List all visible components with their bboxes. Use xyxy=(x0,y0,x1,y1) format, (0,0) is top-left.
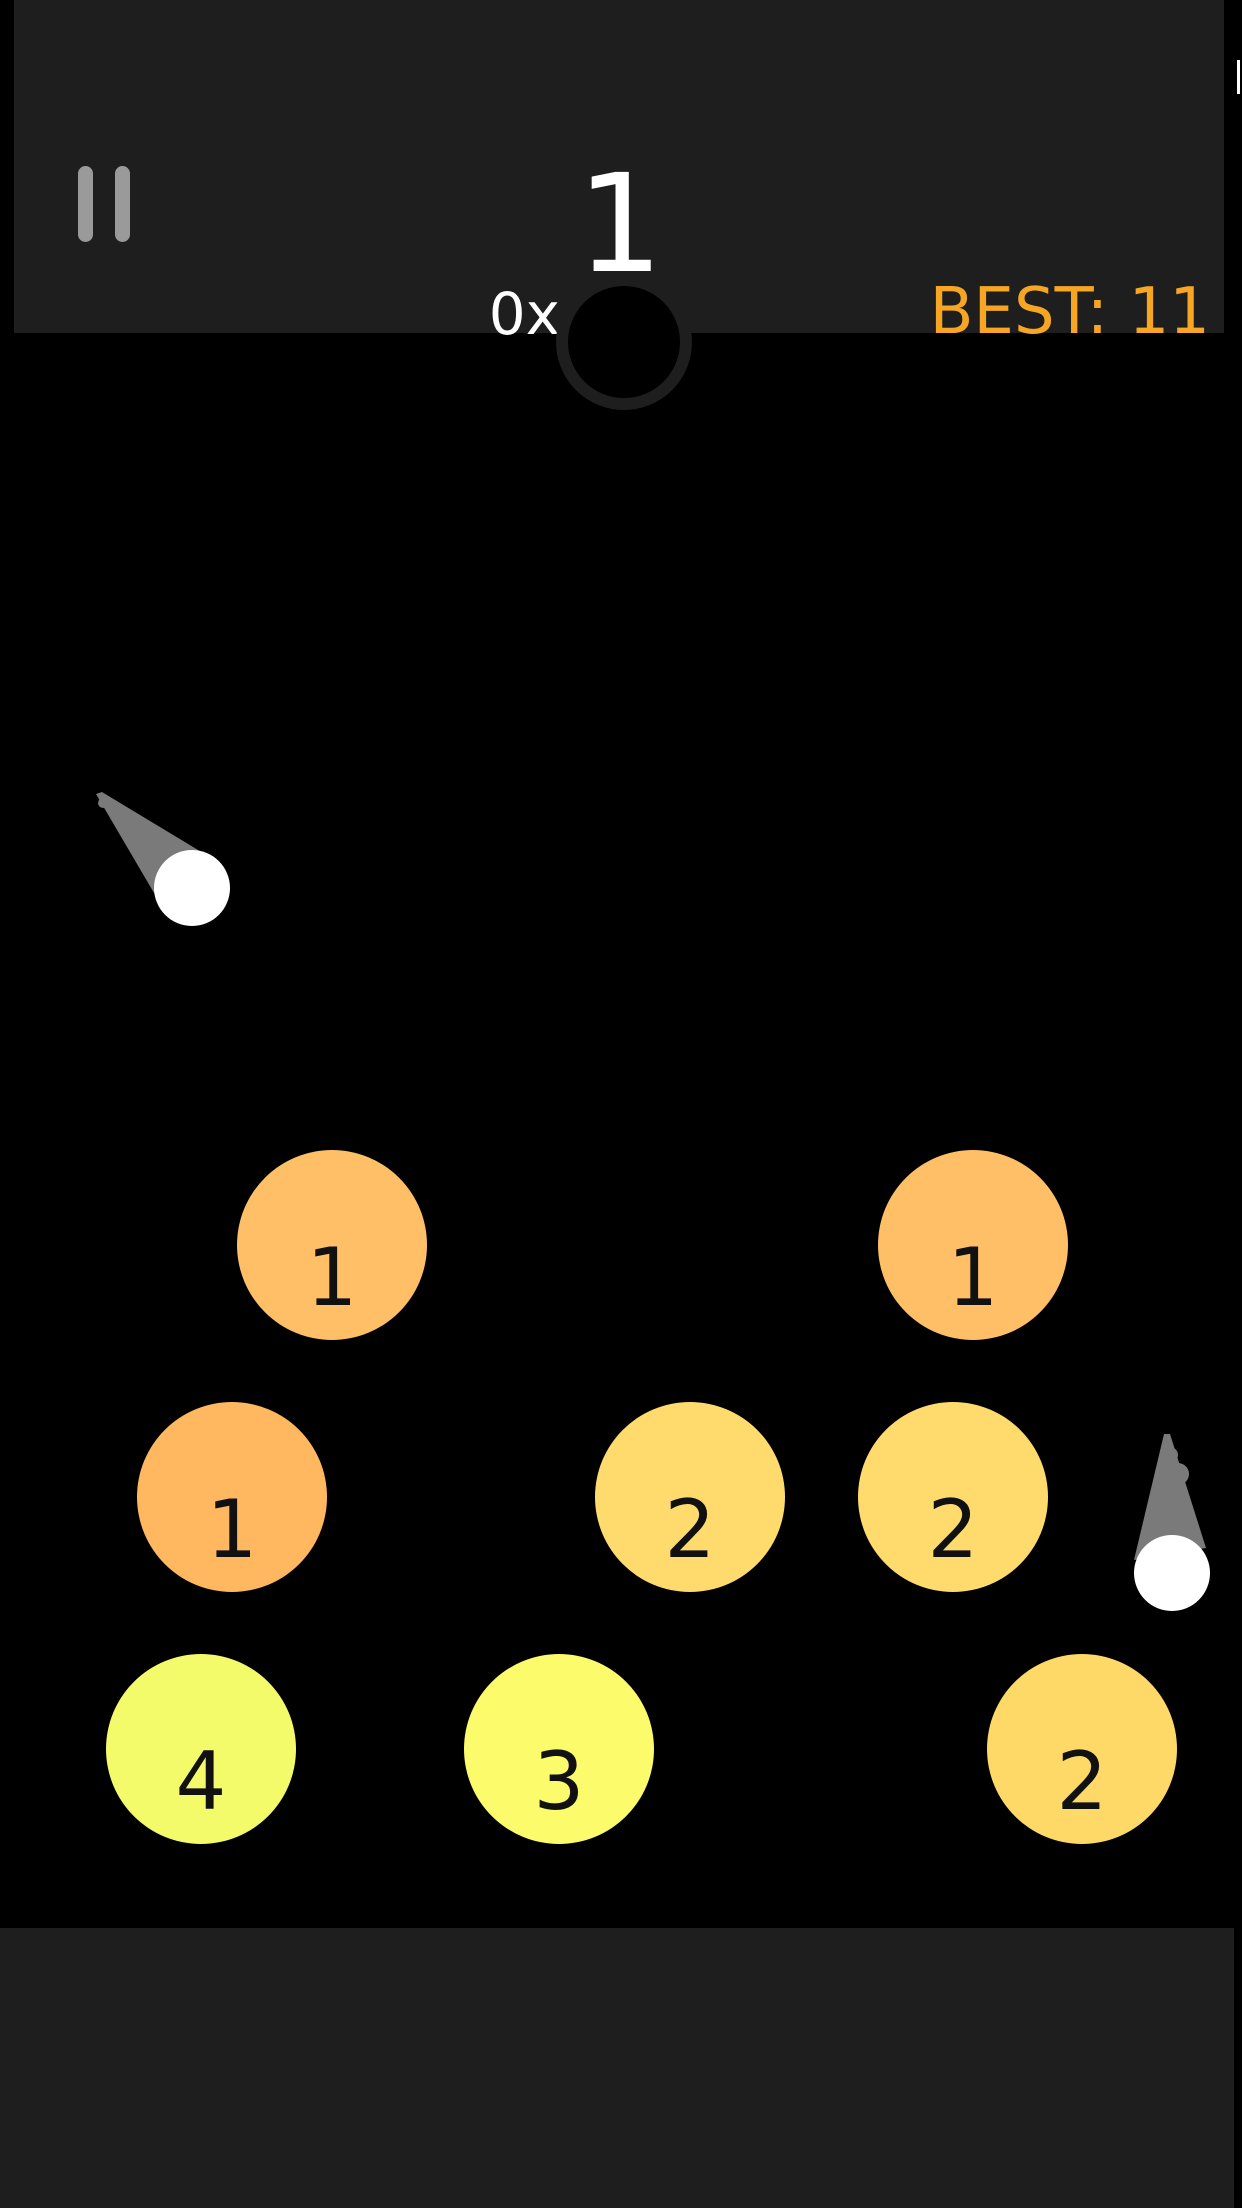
best-score: BEST: 11 xyxy=(929,275,1210,349)
pause-button[interactable] xyxy=(70,158,136,248)
target-circle: 2 xyxy=(595,1402,785,1592)
ball-trail-dot xyxy=(98,798,108,808)
bottom-panel xyxy=(0,1928,1234,2208)
ball-trail-dot xyxy=(110,806,126,822)
target-circle: 2 xyxy=(987,1654,1177,1844)
target-hit-count: 2 xyxy=(1056,1735,1108,1828)
target-circle: 1 xyxy=(878,1150,1068,1340)
ball-trail xyxy=(96,792,208,910)
target-hit-count: 3 xyxy=(533,1735,585,1828)
target-hit-count: 1 xyxy=(206,1483,258,1576)
target-hit-count: 2 xyxy=(927,1483,979,1576)
ball-trail-dot xyxy=(1162,1447,1178,1463)
edge-marker xyxy=(1237,60,1240,94)
target-circle: 1 xyxy=(137,1402,327,1592)
target-hit-count: 2 xyxy=(664,1483,716,1576)
ball-launcher xyxy=(556,274,692,410)
target-hit-count: 1 xyxy=(947,1231,999,1324)
target-circle: 2 xyxy=(858,1402,1048,1592)
target-hit-count: 4 xyxy=(175,1735,227,1828)
target-circle: 4 xyxy=(106,1654,296,1844)
ball-multiplier: 0x xyxy=(488,280,560,348)
ball-trail xyxy=(1134,1434,1206,1560)
target-circle: 1 xyxy=(237,1150,427,1340)
ball xyxy=(1134,1535,1210,1611)
target-hit-count: 1 xyxy=(306,1231,358,1324)
ball-trail-dot xyxy=(1167,1463,1189,1485)
target-circle: 3 xyxy=(464,1654,654,1844)
ball xyxy=(154,850,230,926)
